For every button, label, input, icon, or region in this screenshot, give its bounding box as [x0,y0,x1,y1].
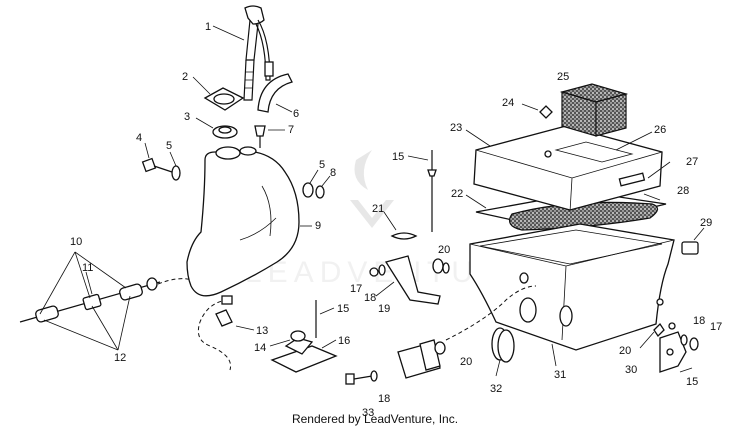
label-27: 27 [686,156,698,168]
part-33-bracket [345,285,537,385]
label-26: 26 [654,124,666,136]
part-7-fitting [254,125,285,148]
label-6: 6 [293,108,299,120]
label-20: 20 [438,244,450,256]
label-18c: 18 [378,393,390,405]
label-20b: 20 [460,356,472,368]
part-13-fitting [215,295,255,331]
label-13: 13 [256,325,268,337]
label-7: 7 [288,124,294,136]
label-18: 18 [364,292,376,304]
part-6-hose [257,73,293,113]
label-5: 5 [166,140,172,152]
label-4: 4 [136,132,142,144]
label-11: 11 [82,262,93,274]
part-2-cap [192,76,245,111]
part-4-bolt [141,142,181,181]
part-30-bracket [639,322,699,373]
label-24: 24 [502,97,514,109]
part-31-air-box [469,223,675,367]
part-24-clip [521,103,553,119]
label-12: 12 [114,352,126,364]
part-5-8-grommets [302,169,331,199]
part-3-gasket [195,117,238,139]
label-25: 25 [557,71,569,83]
label-2: 2 [182,71,188,83]
label-17b: 17 [710,321,722,333]
part-10-11-12-filter [19,251,161,351]
label-1: 1 [205,21,211,33]
label-5b: 5 [319,159,325,171]
label-15: 15 [337,303,349,315]
label-19: 19 [378,303,390,315]
part-32-grommet [491,327,515,377]
part-19-bracket [369,255,450,305]
label-20c: 20 [619,345,631,357]
part-26-leader [615,131,653,151]
label-17: 17 [350,283,362,295]
label-29: 29 [700,217,712,229]
label-10: 10 [70,236,82,248]
label-33: 33 [362,407,374,419]
part-29-plug [681,227,705,255]
label-21: 21 [372,203,384,215]
label-14: 14 [254,342,266,354]
part-labels: 1 2 3 4 5 6 7 5 8 9 10 11 12 13 14 15 16… [70,21,722,419]
label-9: 9 [315,220,321,232]
label-30: 30 [625,364,637,376]
part-25-foam-block [559,83,629,137]
label-23: 23 [450,122,462,134]
label-18b: 18 [693,315,705,327]
part-23-air-box-cover [465,125,671,213]
label-32: 32 [490,383,502,395]
part-15-rod [407,150,437,232]
part-21-clip [383,211,418,240]
fuel-line [157,278,232,371]
part-14-16-bracket [269,300,338,373]
part-1-fuel-tube [212,5,274,101]
label-16: 16 [338,335,350,347]
label-22: 22 [451,188,463,200]
credit-text: Rendered by LeadVenture, Inc. [291,412,459,426]
label-3: 3 [184,111,190,123]
label-28: 28 [677,185,689,197]
label-31: 31 [554,369,566,381]
part-9-fuel-tank [186,146,312,297]
label-15b: 15 [392,151,404,163]
label-15c: 15 [686,376,698,388]
label-8: 8 [330,167,336,179]
